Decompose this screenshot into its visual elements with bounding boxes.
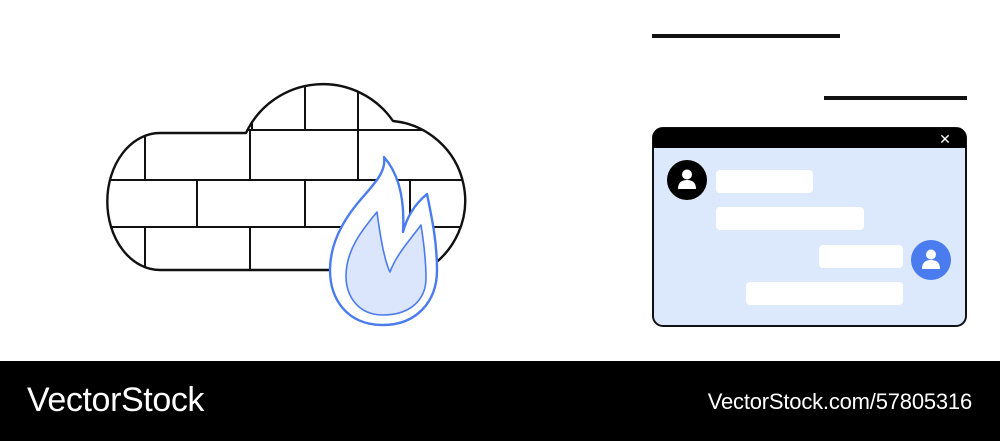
user-avatar-icon (911, 240, 951, 280)
flame-icon (328, 155, 439, 327)
stock-id: VectorStock.com/57805316 (707, 389, 972, 414)
illustration: ✕ (106, 34, 967, 327)
message-bubble (716, 170, 813, 193)
user-avatar-icon (667, 160, 707, 200)
footer-bar: VectorStock VectorStock.com/57805316 (0, 361, 1000, 441)
message-bubble (716, 207, 864, 230)
cloud-firewall (106, 82, 467, 272)
window-titlebar (653, 128, 966, 148)
brand-logo: VectorStock (27, 381, 205, 419)
chat-window-icon: ✕ (652, 127, 967, 327)
message-bubble (819, 245, 903, 268)
cloud-icon (106, 82, 467, 272)
message-bubble (746, 282, 903, 305)
close-icon[interactable]: ✕ (939, 132, 951, 148)
